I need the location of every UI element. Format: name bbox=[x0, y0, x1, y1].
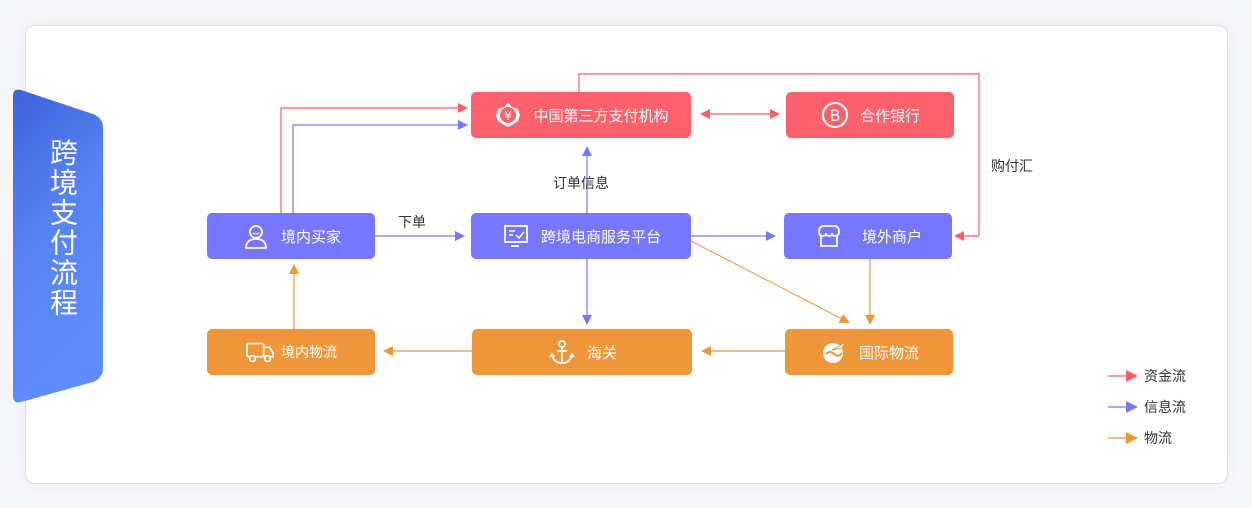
node-label: 境外商户 bbox=[861, 227, 922, 246]
legend-arrow-info-icon bbox=[1108, 401, 1138, 413]
truck-icon bbox=[245, 337, 275, 367]
node-label: 海关 bbox=[586, 343, 617, 362]
legend-funds-flow: 资金流 bbox=[1108, 366, 1186, 386]
store-icon bbox=[814, 221, 844, 251]
edge-thirdparty-to-merchant-funds bbox=[578, 73, 980, 241]
title-banner: 跨境支付流程 bbox=[13, 88, 103, 404]
legend-info-flow: 信息流 bbox=[1108, 397, 1186, 417]
edge-buyer-to-thirdparty-info bbox=[292, 120, 468, 213]
yen-shield-icon: ¥ bbox=[493, 100, 523, 130]
node-label: 合作银行 bbox=[859, 106, 920, 125]
monitor-check-icon bbox=[501, 221, 531, 251]
node-label: 境内买家 bbox=[280, 227, 341, 246]
legend-label: 信息流 bbox=[1144, 400, 1186, 416]
node-international-logistics[interactable]: 国际物流 bbox=[785, 329, 953, 375]
legend-label: 物流 bbox=[1144, 431, 1172, 447]
user-icon bbox=[241, 221, 271, 251]
legend-arrow-logistics-icon bbox=[1108, 432, 1138, 444]
node-overseas-merchant[interactable]: 境外商户 bbox=[784, 213, 952, 259]
node-ecommerce-platform[interactable]: 跨境电商服务平台 bbox=[471, 213, 691, 259]
legend-arrow-funds-icon bbox=[1108, 370, 1138, 382]
legend-logistics-flow: 物流 bbox=[1108, 428, 1172, 448]
node-partner-bank[interactable]: B 合作银行 bbox=[786, 92, 954, 138]
node-domestic-logistics[interactable]: 境内物流 bbox=[207, 329, 375, 375]
banner-shape bbox=[13, 89, 103, 403]
node-label: 国际物流 bbox=[858, 343, 919, 362]
node-label: 中国第三方支付机构 bbox=[533, 106, 669, 125]
globe-plane-icon bbox=[819, 337, 849, 367]
edge-label-order: 下单 bbox=[398, 215, 426, 231]
svg-text:¥: ¥ bbox=[505, 109, 513, 123]
bank-b-icon: B bbox=[820, 100, 850, 130]
edge-buyer-to-thirdparty-funds bbox=[280, 103, 468, 213]
edge-platform-to-intl-logistics bbox=[690, 240, 850, 323]
node-customs[interactable]: 海关 bbox=[472, 329, 692, 375]
banner-title: 跨境支付流程 bbox=[46, 138, 79, 318]
anchor-icon bbox=[547, 337, 577, 367]
edge-label-purchase-payment: 购付汇 bbox=[991, 159, 1033, 175]
node-domestic-buyer[interactable]: 境内买家 bbox=[207, 213, 375, 259]
svg-text:B: B bbox=[829, 106, 840, 125]
legend-label: 资金流 bbox=[1144, 369, 1186, 385]
edge-label-order-info: 订单信息 bbox=[553, 176, 609, 192]
node-label: 境内物流 bbox=[281, 345, 337, 361]
node-label: 跨境电商服务平台 bbox=[540, 227, 661, 246]
node-third-party-payment[interactable]: ¥ 中国第三方支付机构 bbox=[471, 92, 691, 138]
